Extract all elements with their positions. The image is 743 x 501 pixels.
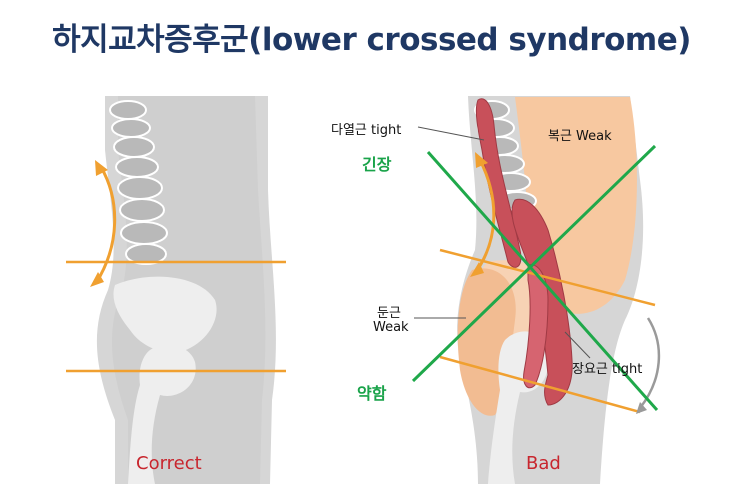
caption-bad: Bad xyxy=(526,453,561,474)
correct-spine xyxy=(109,100,168,265)
correct-rotation-arrow xyxy=(94,166,117,284)
bad-guide-line-lower xyxy=(439,355,641,414)
bad-guide-line-upper xyxy=(439,248,656,307)
cross-line-weak xyxy=(411,144,657,383)
pointer-iliopsoas xyxy=(564,331,591,359)
label-erector-tight: 다열근 tight xyxy=(331,123,402,138)
caption-correct: Correct xyxy=(136,453,202,474)
bad-erector-muscle xyxy=(475,98,522,268)
label-tension: 긴장 xyxy=(362,155,392,174)
label-gluteus-weak: Weak xyxy=(373,320,409,335)
bad-rectus-muscle xyxy=(523,264,549,389)
bad-figure xyxy=(411,96,661,484)
bad-rotation-arrow xyxy=(474,159,496,273)
page-title: 하지교차증후군(lower crossed syndrome) xyxy=(52,22,691,58)
correct-femur-bone xyxy=(128,344,196,484)
label-gluteus: 둔근 xyxy=(377,306,401,321)
label-weakness: 약함 xyxy=(357,384,387,403)
correct-figure xyxy=(66,96,286,484)
pointer-erector xyxy=(417,126,485,141)
label-iliopsoas-tight: 장요근 tight xyxy=(572,362,643,377)
label-abdominals-weak: 복근 Weak xyxy=(548,129,612,144)
cross-line-tight xyxy=(426,151,659,411)
correct-pelvis-bone xyxy=(113,276,217,353)
